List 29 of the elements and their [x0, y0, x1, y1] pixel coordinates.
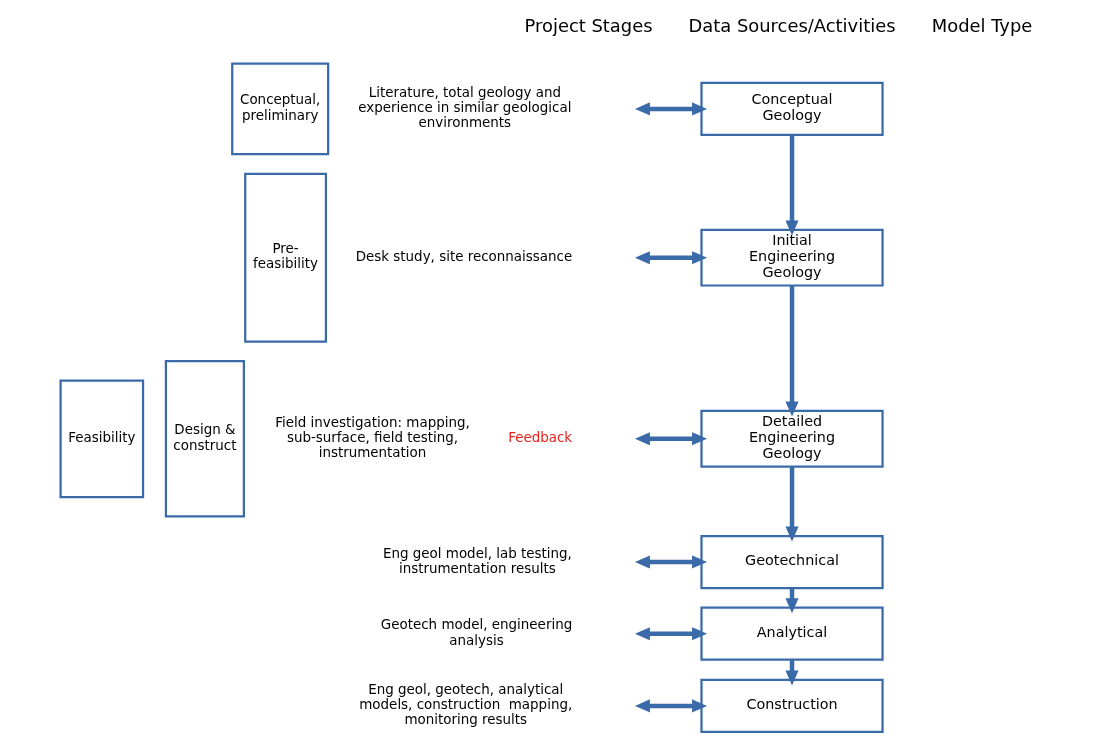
node-box: Detailed Engineering Geology: [699, 409, 884, 468]
node-box: Feasibility: [58, 379, 144, 499]
label: Data Sources/Activities: [688, 15, 896, 37]
node-box: Design & construct: [164, 360, 245, 518]
node-box: Initial Engineering Geology: [699, 228, 884, 287]
label: Field investigation: mapping, sub-surface, field testing, instrumentation: [274, 414, 470, 461]
label: Literature, total geology and experience in similar geological environments: [357, 84, 571, 131]
node-box: Geotechnical: [699, 534, 884, 590]
arrow: [634, 432, 707, 446]
node-box: Conceptual Geology: [699, 81, 884, 137]
label: Feedback: [507, 429, 572, 445]
label: Project Stages: [524, 15, 653, 37]
node-box: Construction: [699, 678, 884, 733]
label: Model Type: [931, 15, 1032, 37]
arrow: [634, 699, 707, 713]
node-box: Analytical: [699, 606, 884, 661]
arrow: [784, 135, 799, 236]
arrow: [784, 466, 799, 542]
arrow: [634, 627, 707, 641]
arrow: [784, 285, 799, 417]
label: Eng geol, geotech, analytical models, construction mapping, monitoring results: [358, 681, 572, 728]
node-box: Conceptual, preliminary: [230, 62, 329, 156]
label: Geotech model, engineering analysis: [380, 617, 572, 648]
arrow: [634, 251, 707, 265]
node-box: Pre-feasibility: [243, 172, 327, 343]
arrow: [634, 102, 707, 116]
arrow: [634, 555, 707, 569]
label: Eng geol model, lab testing, instrumentation results: [382, 545, 572, 576]
label: Desk study, site reconnaissance: [355, 248, 572, 264]
